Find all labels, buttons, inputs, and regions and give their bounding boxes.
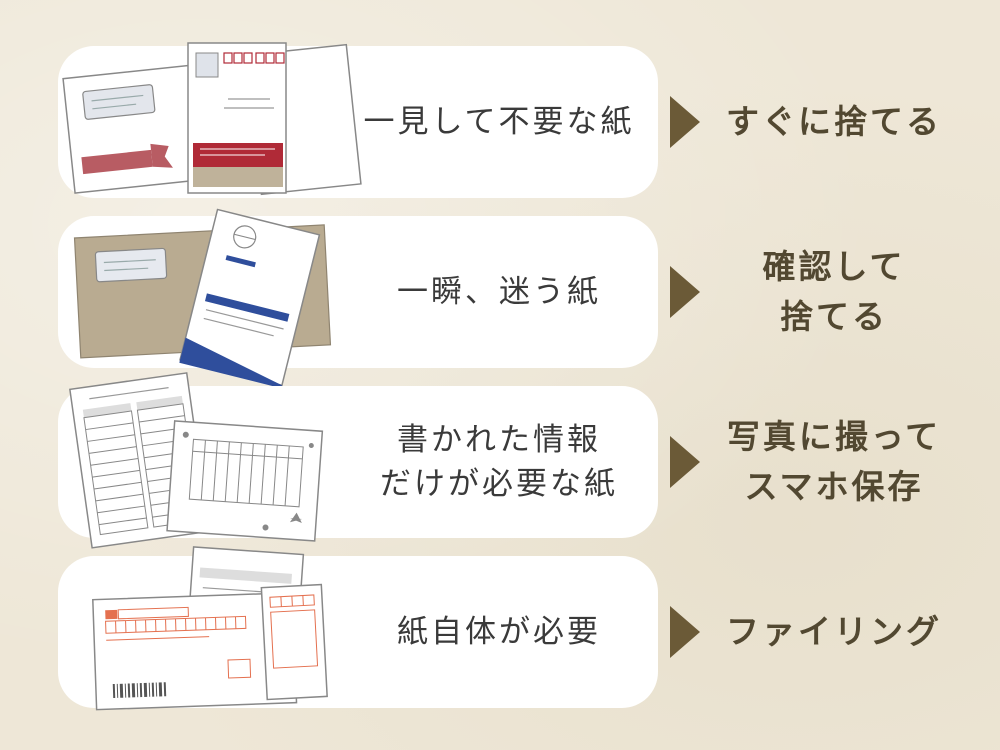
letter-sheet-icon xyxy=(179,208,321,389)
triangle-arrow-icon xyxy=(670,266,700,318)
triangle-arrow-icon xyxy=(670,606,700,658)
envelope-and-letter-illustration xyxy=(73,208,332,389)
triangle-arrow-icon xyxy=(670,436,700,488)
label-line: 紙自体が必要 xyxy=(397,614,601,650)
postcard-and-mail-illustration xyxy=(62,42,362,196)
label-line: 書かれた情報 xyxy=(397,422,601,458)
forms-illustration xyxy=(92,546,328,711)
receipt-slip-icon xyxy=(260,583,328,701)
calendar-sheet-icon xyxy=(166,420,324,542)
printouts-illustration xyxy=(69,372,324,549)
category-label: 一瞬、迷う紙 xyxy=(340,216,658,368)
category-label: 書かれた情報 だけが必要な紙 xyxy=(340,386,658,538)
action-line: 捨てる xyxy=(780,297,888,336)
action-line: 確認して xyxy=(762,247,906,286)
action-label: すぐに捨てる xyxy=(700,46,968,198)
label-line: だけが必要な紙 xyxy=(380,466,618,502)
action-line: スマホ保存 xyxy=(744,467,924,506)
row-photo-to-smartphone: 書かれた情報 だけが必要な紙 写真に撮って スマホ保存 xyxy=(0,372,1000,549)
action-label: 確認して 捨てる xyxy=(700,216,968,368)
triangle-arrow-icon xyxy=(670,96,700,148)
postcard-icon xyxy=(187,42,287,194)
action-line: すぐに捨てる xyxy=(726,102,942,141)
row-filing: 紙自体が必要 ファイリング xyxy=(0,546,1000,711)
action-label: ファイリング xyxy=(700,556,968,708)
label-line: 一見して不要な紙 xyxy=(363,104,635,140)
label-line: 一瞬、迷う紙 xyxy=(397,274,601,310)
action-line: 写真に撮って xyxy=(726,417,942,456)
category-label: 一見して不要な紙 xyxy=(340,46,658,198)
category-label: 紙自体が必要 xyxy=(340,556,658,708)
action-label: 写真に撮って スマホ保存 xyxy=(700,386,968,538)
row-check-then-discard: 一瞬、迷う紙 確認して 捨てる xyxy=(0,208,1000,389)
action-line: ファイリング xyxy=(726,612,942,651)
row-discard-immediately: 一見して不要な紙 すぐに捨てる xyxy=(0,42,1000,198)
